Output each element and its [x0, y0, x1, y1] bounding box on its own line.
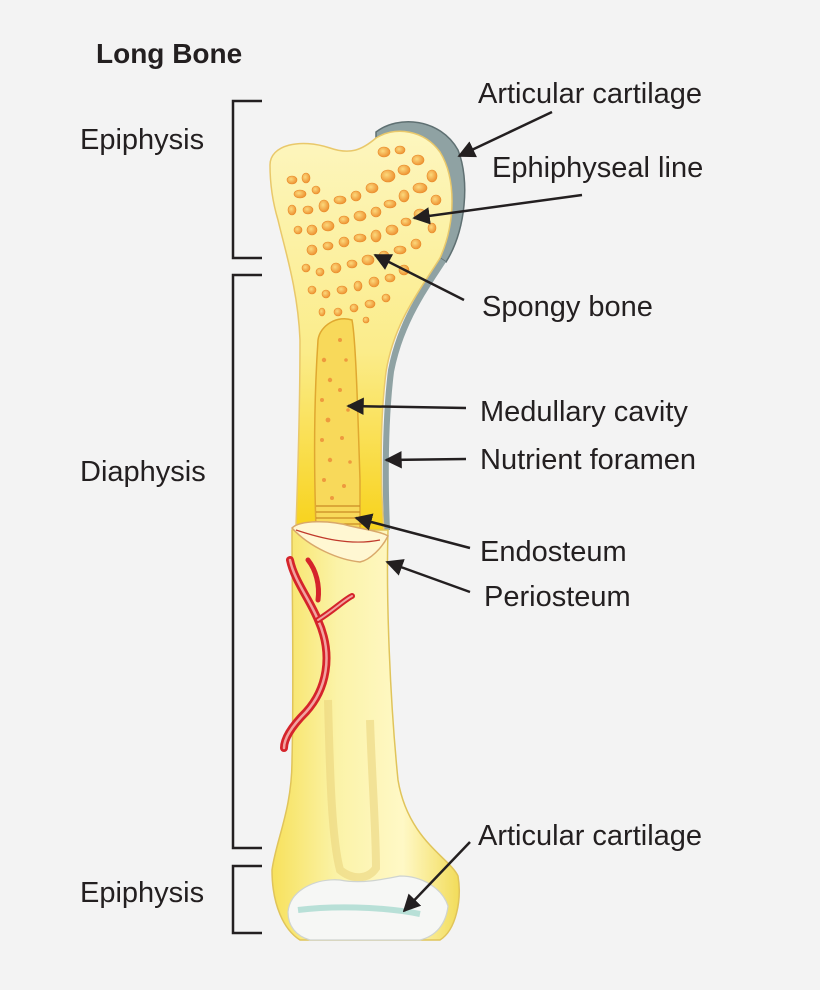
- region-label-epiphysis-top: Epiphysis: [80, 124, 205, 156]
- label-epiphyseal-line: Ephiphyseal line: [492, 152, 704, 184]
- label-arrows: [346, 110, 583, 913]
- cut-surface-rim: [290, 521, 389, 563]
- arrow-endosteum: [354, 513, 471, 550]
- arrow-epiphyseal-line: [412, 193, 583, 225]
- arrow-periosteum: [385, 559, 471, 594]
- shaft-shading: [324, 699, 381, 882]
- label-spongy-bone: Spongy bone: [482, 291, 653, 323]
- medullary-cavity-shape: [313, 318, 361, 529]
- arrow-nutrient-foramen: [384, 451, 467, 469]
- bracket-epiphysis-top: [231, 99, 262, 260]
- region-brackets: [231, 99, 262, 935]
- diagram-title: Long Bone: [96, 38, 243, 69]
- periosteum-edge-shape: [382, 258, 446, 530]
- arrow-articular-cartilage-top: [457, 110, 553, 158]
- nutrient-vessel-shape: [280, 556, 355, 752]
- arrow-spongy-bone: [373, 253, 465, 302]
- arrow-articular-cartilage-bottom: [402, 841, 471, 913]
- region-label-diaphysis: Diaphysis: [80, 456, 206, 488]
- periosteum-rim: [295, 529, 381, 543]
- label-articular-cartilage-top: Articular cartilage: [478, 78, 703, 110]
- region-label-epiphysis-bottom: Epiphysis: [80, 877, 205, 909]
- label-medullary-cavity: Medullary cavity: [480, 396, 688, 428]
- label-periosteum: Periosteum: [484, 581, 631, 613]
- label-articular-cartilage-bottom: Articular cartilage: [478, 820, 703, 852]
- bracket-epiphysis-bottom: [231, 864, 262, 935]
- label-nutrient-foramen: Nutrient foramen: [480, 444, 696, 476]
- bracket-diaphysis: [231, 273, 262, 850]
- arrow-medullary-cavity: [346, 397, 467, 416]
- label-endosteum: Endosteum: [480, 536, 627, 568]
